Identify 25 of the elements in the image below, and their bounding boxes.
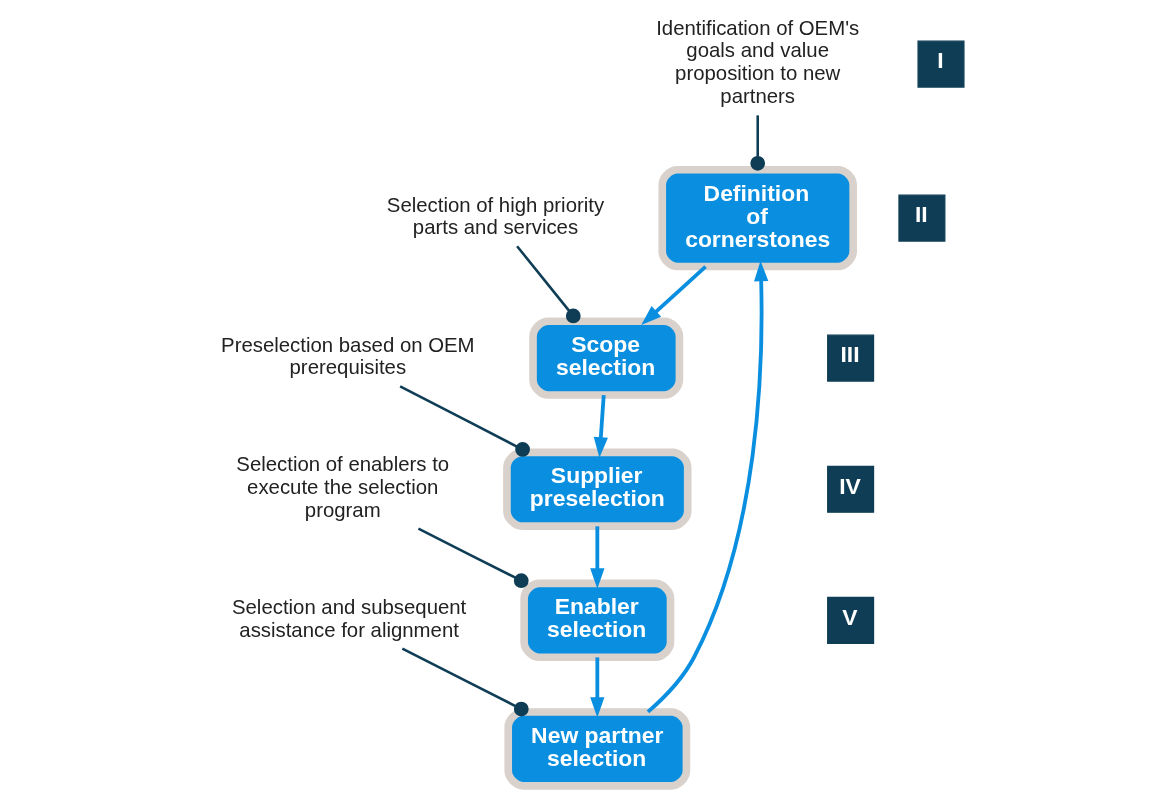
arrow (593, 395, 608, 458)
arrow (590, 526, 605, 589)
node-text: Selection and subsequent assistance for alignment (231, 595, 467, 641)
connector (399, 385, 530, 457)
node-text: Identification of OEM's goals and value proposition to new partners (656, 16, 860, 108)
node-box: Supplier preselection (503, 448, 692, 530)
node-box: Enabler selection (520, 579, 675, 662)
connector (750, 115, 766, 171)
connector (401, 647, 529, 717)
arrow (590, 657, 605, 718)
arrow (641, 265, 707, 326)
node-box: Definition of cornerstones (658, 165, 857, 271)
node-text: Preselection based on OEM prerequisites (221, 333, 475, 379)
node-box: IV (827, 465, 875, 513)
node-box: I (917, 40, 965, 88)
node-box: V (827, 596, 875, 644)
connector (516, 245, 581, 324)
connector (417, 527, 529, 589)
arrow (646, 260, 769, 714)
node-box: II (898, 194, 946, 242)
node-box: New partner selection (504, 708, 691, 790)
node-text: Selection of high priority parts and services (386, 193, 605, 239)
node-box: Scope selection (529, 317, 684, 399)
node-text: Selection of enablers to execute the selection program (236, 453, 450, 521)
node-box: III (827, 334, 875, 382)
